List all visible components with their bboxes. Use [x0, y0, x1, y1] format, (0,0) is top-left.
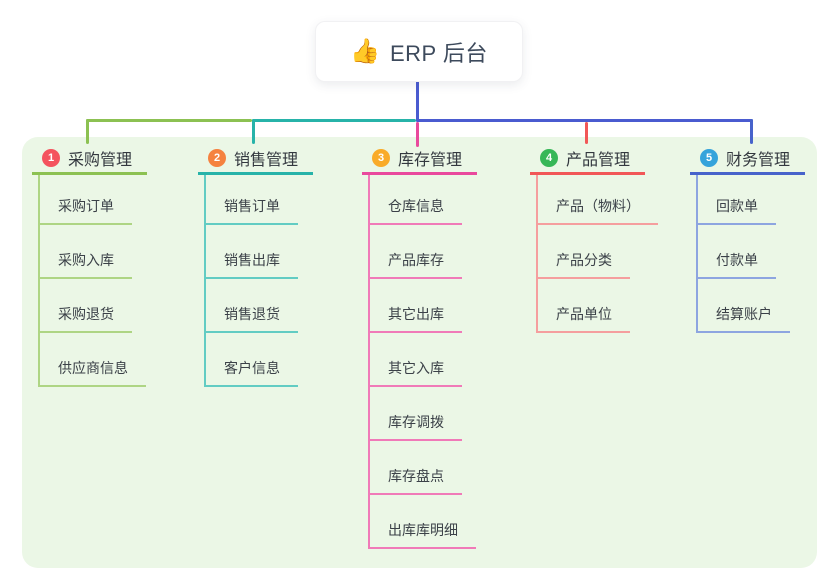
- mindmap-item-label[interactable]: 仓库信息: [370, 196, 462, 225]
- mindmap-item: 库存调拨: [370, 387, 477, 441]
- mindmap-item: 采购退货: [40, 279, 147, 333]
- mindmap-item: 其它出库: [370, 279, 477, 333]
- mindmap-item-label[interactable]: 采购退货: [40, 304, 132, 333]
- mindmap-item: 回款单: [698, 175, 805, 225]
- branch-title-label: 销售管理: [234, 152, 299, 169]
- mindmap-item: 销售订单: [206, 175, 313, 225]
- branches-background-panel: [22, 137, 817, 568]
- mindmap-item-label[interactable]: 产品（物料）: [538, 196, 658, 225]
- branch-number-badge: 2: [208, 149, 226, 167]
- branch-title-label: 库存管理: [398, 152, 463, 169]
- branch-purchase: 1 采购管理采购订单采购入库采购退货供应商信息: [32, 148, 147, 387]
- root-node-erp[interactable]: 👍 ERP 后台: [315, 21, 523, 82]
- drop-line-sales: [252, 119, 255, 144]
- mindmap-item-label[interactable]: 出库库明细: [370, 520, 476, 549]
- branch-title-product[interactable]: 4 产品管理: [530, 148, 645, 175]
- branch-number-badge: 3: [372, 149, 390, 167]
- mindmap-item-label[interactable]: 产品单位: [538, 304, 630, 333]
- mindmap-item-label[interactable]: 库存调拨: [370, 412, 462, 441]
- mindmap-item: 客户信息: [206, 333, 313, 387]
- drop-line-purchase: [86, 119, 89, 144]
- mindmap-item-label[interactable]: 产品分类: [538, 250, 630, 279]
- mindmap-item: 产品单位: [538, 279, 658, 333]
- root-stem-line: [416, 81, 419, 122]
- bus-segment-purchase: [86, 119, 252, 122]
- mindmap-item-label[interactable]: 采购订单: [40, 196, 132, 225]
- mindmap-item-label[interactable]: 产品库存: [370, 250, 462, 279]
- bus-segment-right: [416, 119, 753, 122]
- branch-title-sales[interactable]: 2 销售管理: [198, 148, 313, 175]
- mindmap-item-label[interactable]: 其它入库: [370, 358, 462, 387]
- mindmap-item-label[interactable]: 库存盘点: [370, 466, 462, 495]
- branch-title-finance[interactable]: 5 财务管理: [690, 148, 805, 175]
- mindmap-item: 出库库明细: [370, 495, 477, 549]
- branch-items-product: 产品（物料） 产品分类产品单位: [536, 175, 658, 333]
- root-node-label: ERP 后台: [389, 40, 488, 66]
- branch-title-label: 产品管理: [566, 152, 631, 169]
- mindmap-item: 销售出库: [206, 225, 313, 279]
- mindmap-item-label[interactable]: 采购入库: [40, 250, 132, 279]
- mindmap-item: 供应商信息: [40, 333, 147, 387]
- mindmap-item-label[interactable]: 销售出库: [206, 250, 298, 279]
- branch-inventory: 3 库存管理仓库信息产品库存其它出库其它入库库存调拨库存盘点出库库明细: [362, 148, 477, 549]
- mindmap-item: 付款单: [698, 225, 805, 279]
- branch-title-inventory[interactable]: 3 库存管理: [362, 148, 477, 175]
- mindmap-item: 结算账户: [698, 279, 805, 333]
- bus-segment-sales: [252, 119, 416, 122]
- mindmap-item: 仓库信息: [370, 175, 477, 225]
- mindmap-item: 采购入库: [40, 225, 147, 279]
- drop-line-inventory: [416, 122, 419, 147]
- branch-finance: 5 财务管理回款单付款单结算账户: [690, 148, 805, 333]
- branch-items-purchase: 采购订单采购入库采购退货供应商信息: [38, 175, 147, 387]
- mindmap-item-label[interactable]: 回款单: [698, 196, 776, 225]
- mindmap-item: 产品分类: [538, 225, 658, 279]
- branch-title-label: 财务管理: [726, 152, 791, 169]
- branch-items-inventory: 仓库信息产品库存其它出库其它入库库存调拨库存盘点出库库明细: [368, 175, 477, 549]
- mindmap-item-label[interactable]: 其它出库: [370, 304, 462, 333]
- mindmap-item: 库存盘点: [370, 441, 477, 495]
- branch-number-badge: 4: [540, 149, 558, 167]
- mindmap-item-label[interactable]: 销售退货: [206, 304, 298, 333]
- branch-items-finance: 回款单付款单结算账户: [696, 175, 805, 333]
- mindmap-item-label[interactable]: 客户信息: [206, 358, 298, 387]
- mindmap-item: 其它入库: [370, 333, 477, 387]
- branch-sales: 2 销售管理销售订单销售出库销售退货客户信息: [198, 148, 313, 387]
- branch-number-badge: 5: [700, 149, 718, 167]
- drop-line-finance: [750, 119, 753, 144]
- mindmap-item: 产品库存: [370, 225, 477, 279]
- mindmap-item: 产品（物料）: [538, 175, 658, 225]
- mindmap-item: 销售退货: [206, 279, 313, 333]
- branch-title-purchase[interactable]: 1 采购管理: [32, 148, 147, 175]
- drop-line-product: [585, 122, 588, 144]
- branch-items-sales: 销售订单销售出库销售退货客户信息: [204, 175, 313, 387]
- mindmap-item: 采购订单: [40, 175, 147, 225]
- branch-number-badge: 1: [42, 149, 60, 167]
- branch-title-label: 采购管理: [68, 152, 133, 169]
- mindmap-item-label[interactable]: 付款单: [698, 250, 776, 279]
- branch-product: 4 产品管理产品（物料） 产品分类产品单位: [530, 148, 658, 333]
- mindmap-item-label[interactable]: 供应商信息: [40, 358, 146, 387]
- mindmap-item-label[interactable]: 销售订单: [206, 196, 298, 225]
- thumbs-up-icon: 👍: [350, 37, 380, 65]
- mindmap-item-label[interactable]: 结算账户: [698, 304, 790, 333]
